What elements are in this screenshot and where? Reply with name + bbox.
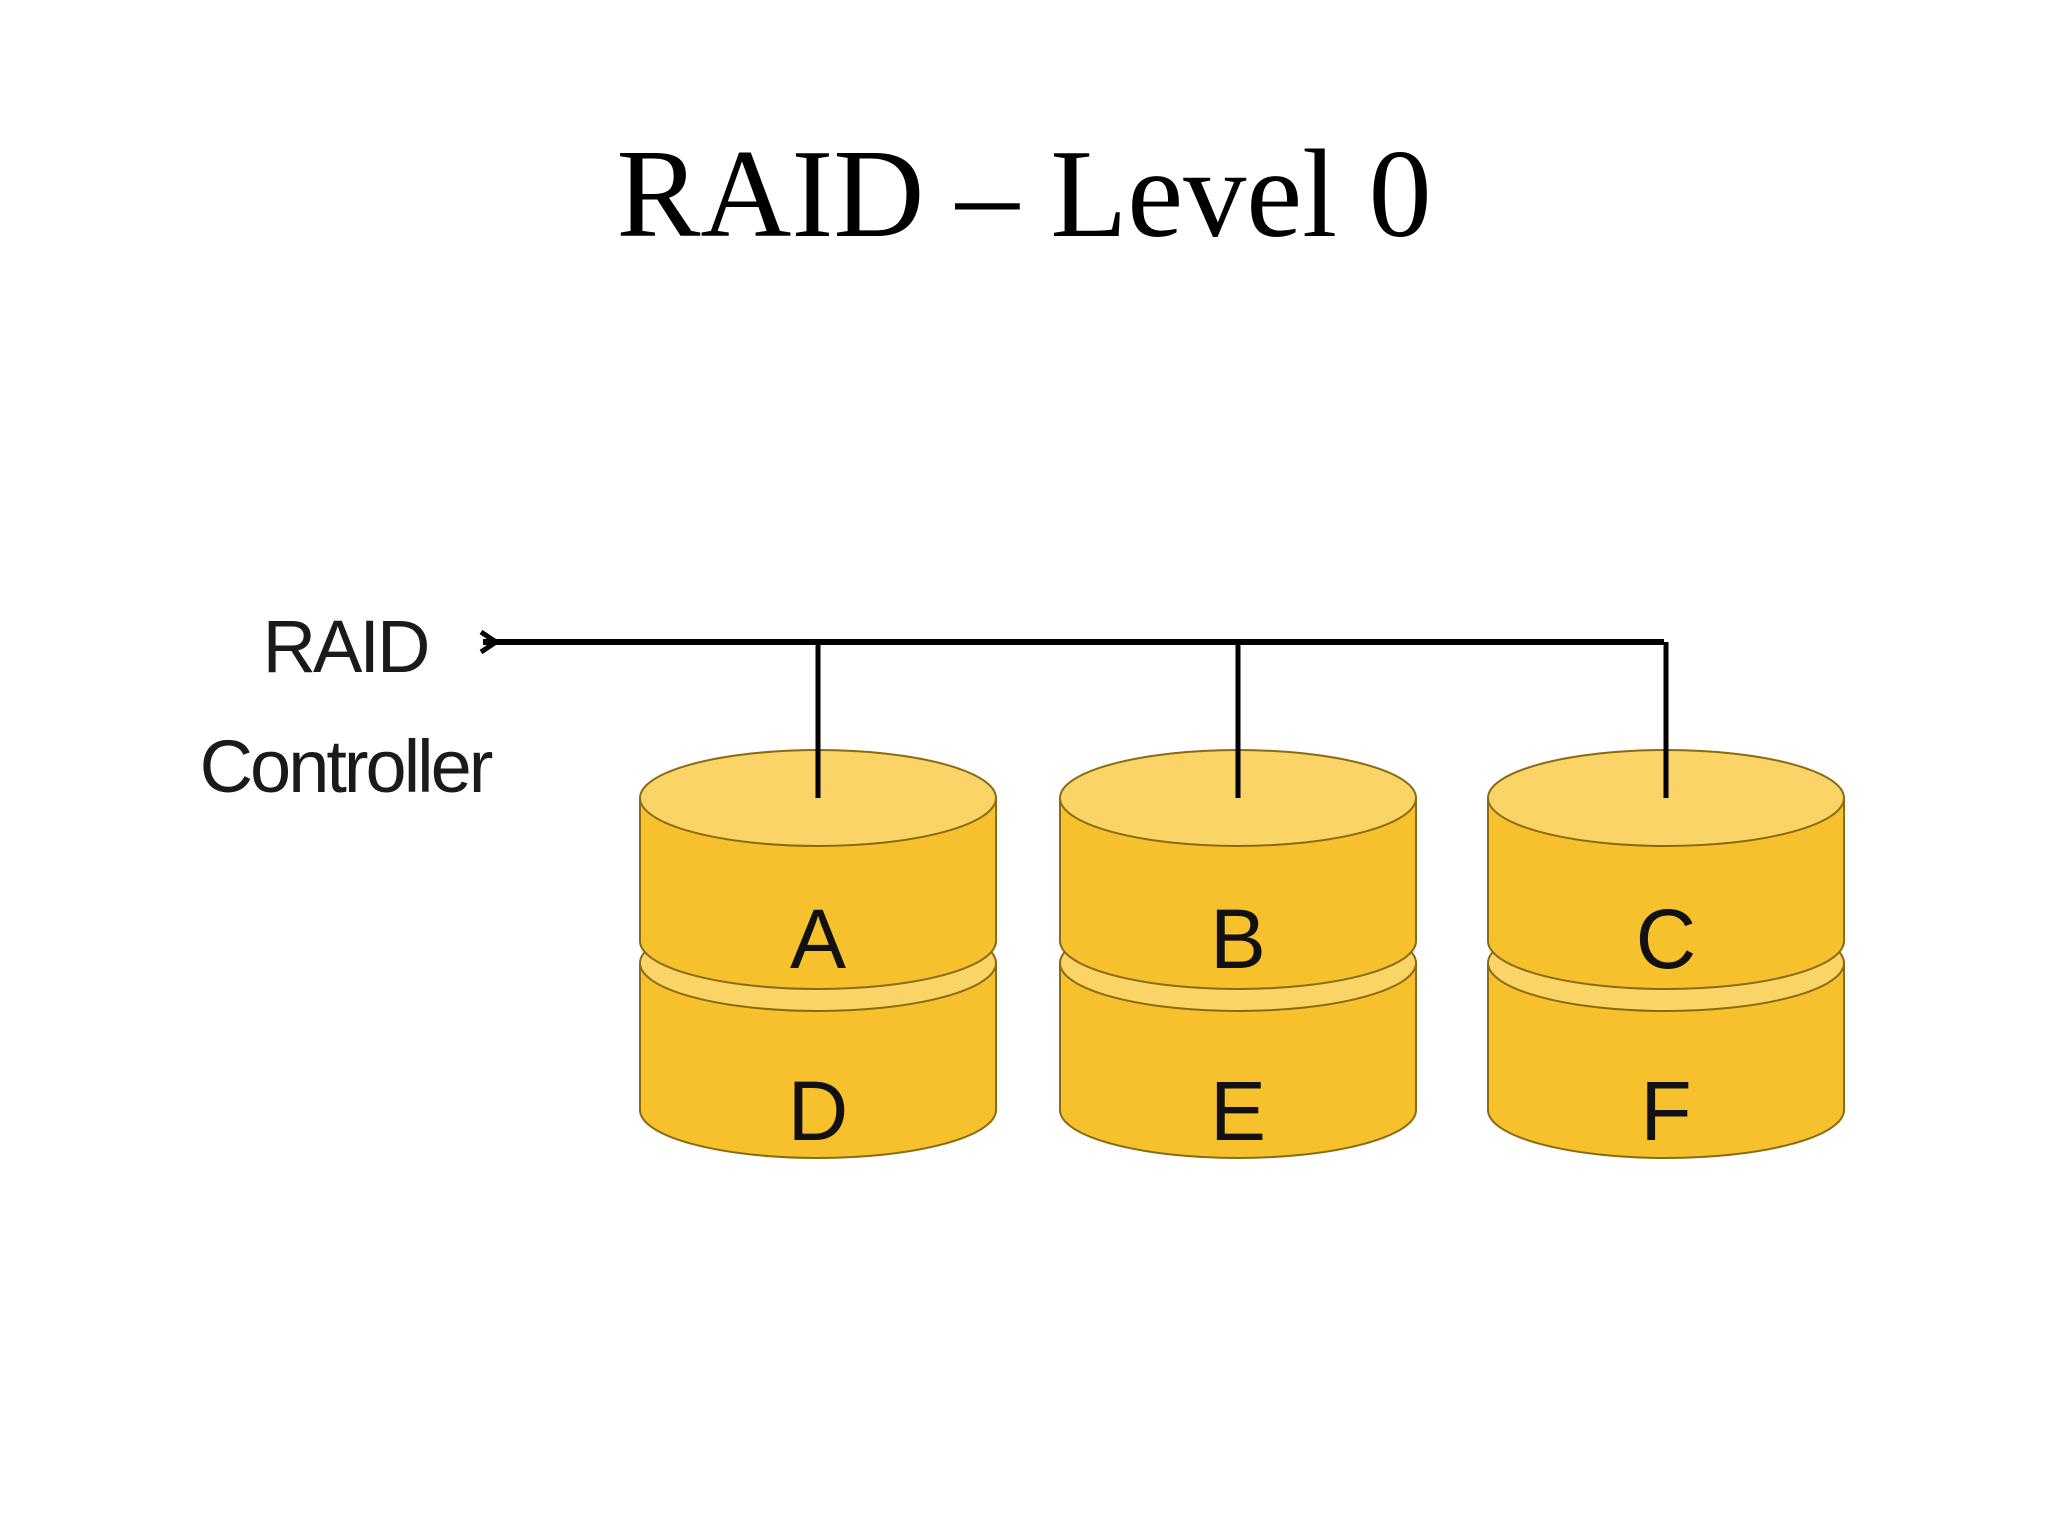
disk-upper-body — [639, 797, 997, 990]
stripe-block-label: C — [1636, 892, 1697, 986]
stripe-block-label: A — [790, 892, 846, 986]
disk-lower-body — [1059, 962, 1417, 1159]
controller-label-line2: Controller — [200, 725, 493, 808]
disk-upper-body — [1059, 797, 1417, 990]
stripe-block-label: B — [1210, 892, 1266, 986]
controller-bus — [479, 629, 1664, 655]
disk-2: BE — [1059, 642, 1417, 1159]
slide-title: RAID – Level 0 — [616, 125, 1432, 264]
controller-label-line1: RAID — [263, 605, 428, 688]
disk-upper-body — [1487, 797, 1845, 990]
stripe-block-label: D — [788, 1064, 849, 1158]
disk-lower-body — [639, 962, 997, 1159]
disk-1: AD — [639, 642, 997, 1159]
disk-lower-body — [1487, 962, 1845, 1159]
stripe-block-label: F — [1640, 1064, 1691, 1158]
stripe-block-label: E — [1210, 1064, 1266, 1158]
disk-3: CF — [1487, 642, 1845, 1159]
